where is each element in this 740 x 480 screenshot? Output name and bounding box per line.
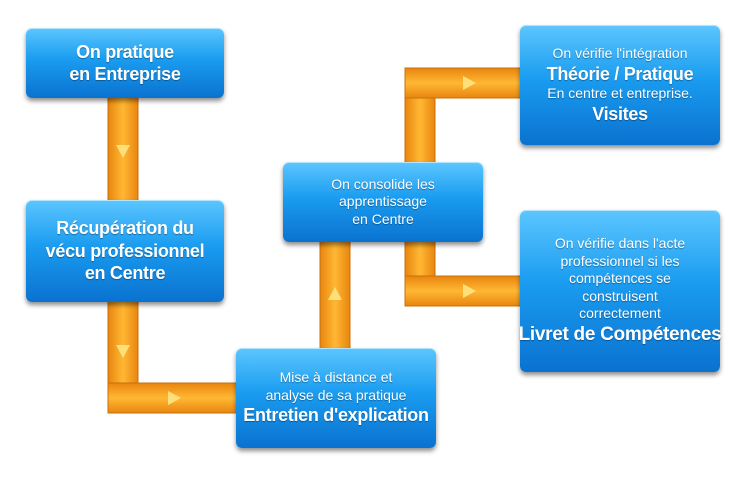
box-integration-line1: On vérifie l'intégration <box>552 45 688 61</box>
box-mise-distance-line2: analyse de sa pratique <box>265 386 407 403</box>
box-mise-distance-line3: Entretien d'explication <box>243 405 429 426</box>
box-acte-line2: professionnel si les <box>560 252 680 269</box>
box-recuperation-line2: vécu professionnel <box>45 240 205 261</box>
box-mise-distance: Mise à distance et analyse de sa pratiqu… <box>236 348 436 448</box>
box-acte: On vérifie dans l'acte professionnel si … <box>518 210 722 372</box>
box-acte-line6: Livret de Compétences <box>518 323 722 345</box>
arrow-right-1 <box>168 391 181 405</box>
box-acte-line1: On vérifie dans l'acte <box>554 235 686 252</box>
arrow-down-2 <box>116 345 130 358</box>
arrow-down-1 <box>116 145 130 158</box>
arrow-right-3 <box>463 284 476 298</box>
box-consolide: On consolide les apprentissage en Centre <box>283 162 483 242</box>
box-consolide-line3: en Centre <box>352 210 414 227</box>
box-entreprise-line2: en Entreprise <box>69 64 181 84</box>
box-integration-line2: Théorie / Pratique <box>546 63 694 84</box>
arrow-right-2 <box>463 76 476 90</box>
box-acte-line5: correctement <box>579 305 661 322</box>
arrow-up-1 <box>328 287 342 300</box>
box-integration-line3: En centre et entreprise. <box>547 85 693 101</box>
connector-to-acte <box>404 275 524 307</box>
box-recuperation-line3: en Centre <box>84 263 166 284</box>
box-acte-line4: construisent <box>582 287 658 304</box>
box-recuperation-line1: Récupération du <box>56 218 194 239</box>
box-acte-line3: compétences se <box>569 270 671 287</box>
box-entreprise: On pratique en Entreprise <box>26 28 224 98</box>
box-integration-line4: Visites <box>592 103 648 124</box>
box-consolide-line2: apprentissage <box>339 193 427 210</box>
box-entreprise-line1: On pratique <box>76 41 174 62</box>
box-recuperation: Récupération du vécu professionnel en Ce… <box>26 200 224 302</box>
box-integration: On vérifie l'intégration Théorie / Prati… <box>520 25 720 145</box>
box-mise-distance-line1: Mise à distance et <box>279 369 393 386</box>
box-consolide-line1: On consolide les <box>331 175 435 192</box>
